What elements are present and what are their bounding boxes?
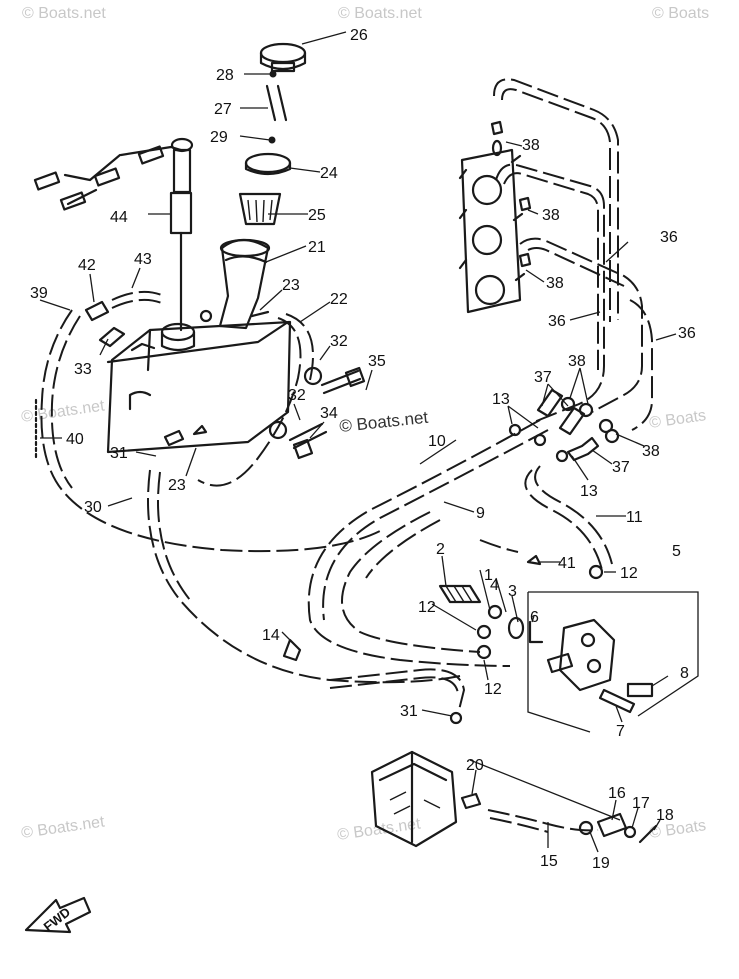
callout-41: 41 (558, 555, 576, 572)
oil-pump-assembly (282, 554, 699, 733)
filler-neck (218, 238, 271, 330)
check-valves (490, 120, 620, 463)
callout-7: 7 (616, 723, 625, 740)
callout-27: 27 (214, 101, 232, 118)
callout-10: 10 (428, 433, 446, 450)
filler-cap (259, 42, 307, 73)
watermark-bottom-left: © Boats.net (20, 813, 106, 842)
oil-feed-pump (370, 750, 658, 848)
callout-22: 22 (330, 291, 348, 308)
callout-38-b: 38 (542, 207, 560, 224)
watermark-bottom-center: © Boats.net (336, 815, 422, 844)
callout-36-b: 36 (548, 313, 566, 330)
callout-15: 15 (540, 853, 558, 870)
callout-24: 24 (320, 165, 338, 182)
watermark-top-right: © Boats (652, 5, 709, 22)
watermark-mid-center: © Boats.net (338, 408, 429, 436)
callout-33: 33 (74, 361, 92, 378)
callout-31-b: 31 (400, 703, 418, 720)
callout-2: 2 (436, 541, 445, 558)
watermark-mid-left: © Boats.net (20, 397, 106, 426)
callout-35: 35 (368, 353, 386, 370)
filler-screen-cap (244, 152, 292, 176)
callout-8: 8 (680, 665, 689, 682)
callout-28: 28 (216, 67, 234, 84)
callout-32-b: 32 (288, 387, 306, 404)
filter-strainer (238, 192, 282, 226)
callout-38-a: 38 (522, 137, 540, 154)
callout-16: 16 (608, 785, 626, 802)
callout-36-c: 36 (678, 325, 696, 342)
callout-32-a: 32 (330, 333, 348, 350)
callout-37-a: 37 (534, 369, 552, 386)
callout-6: 6 (530, 609, 539, 626)
tank-bolts (288, 366, 366, 460)
callout-37-b: 37 (612, 459, 630, 476)
callout-42: 42 (78, 257, 96, 274)
callout-18: 18 (656, 807, 674, 824)
oil-tank (106, 320, 292, 454)
intake-manifold (458, 148, 526, 314)
callout-1: 1 (484, 567, 493, 584)
callout-19: 19 (592, 855, 610, 872)
callout-38-c: 38 (546, 275, 564, 292)
oil-level-sensor (33, 137, 194, 332)
callout-13-b: 13 (580, 483, 598, 500)
forward-direction-indicator: FWD (24, 896, 92, 934)
callout-25: 25 (308, 207, 326, 224)
callout-13-a: 13 (492, 391, 510, 408)
callout-leaders (39, 31, 677, 853)
callout-38-d: 38 (568, 353, 586, 370)
callout-5: 5 (672, 543, 681, 560)
callout-26: 26 (350, 27, 368, 44)
watermark-top-center: © Boats.net (338, 5, 422, 22)
callout-38-e: 38 (642, 443, 660, 460)
callout-29: 29 (210, 129, 228, 146)
callout-3: 3 (508, 583, 517, 600)
callout-44: 44 (110, 209, 128, 226)
callout-14: 14 (262, 627, 280, 644)
callout-30: 30 (84, 499, 102, 516)
callout-11: 11 (626, 509, 643, 526)
callout-12-a: 12 (620, 565, 638, 582)
callout-23-a: 23 (282, 277, 300, 294)
callout-23-b: 23 (168, 477, 186, 494)
callout-4: 4 (490, 577, 499, 594)
callout-9: 9 (476, 505, 485, 522)
callout-12-c: 12 (484, 681, 502, 698)
callout-36-a: 36 (660, 229, 678, 246)
callout-39: 39 (30, 285, 48, 302)
callout-12-b: 12 (418, 599, 436, 616)
callout-31-a: 31 (110, 445, 128, 462)
callout-43: 43 (134, 251, 152, 268)
callout-17: 17 (632, 795, 650, 812)
callout-40: 40 (66, 431, 84, 448)
oil-hoses (34, 78, 653, 833)
callout-34: 34 (320, 405, 338, 422)
callout-21: 21 (308, 239, 326, 256)
oil-tank-assembly (33, 42, 366, 460)
watermark-top-left: © Boats.net (22, 5, 106, 22)
callout-20: 20 (466, 757, 484, 774)
watermark-mid-right: © Boats (648, 407, 707, 432)
callout-numbers: 1 2 3 4 5 6 7 8 9 10 11 12 12 12 13 13 1… (30, 27, 696, 872)
